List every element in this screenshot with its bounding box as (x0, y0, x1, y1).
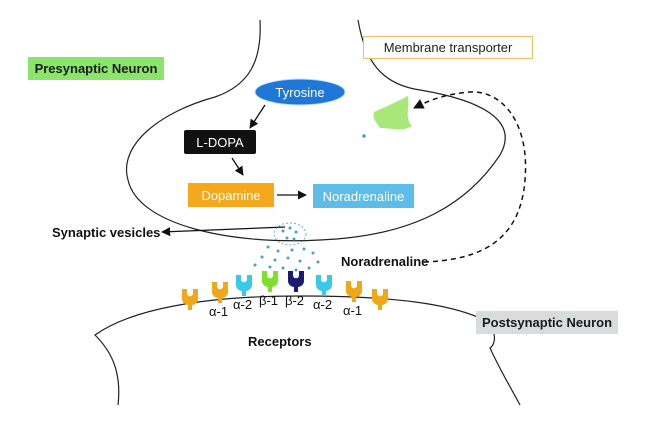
noradrenaline-box: Noradrenaline (313, 184, 414, 208)
synaptic-vesicle (273, 222, 307, 246)
released-noradrenaline-molecules (253, 245, 320, 272)
receptor-type-label: α-1 (343, 303, 363, 318)
receptor-type-label: α-2 (313, 297, 333, 312)
receptor-glyph (288, 271, 304, 292)
receptor-glyph (316, 275, 332, 296)
receptor-glyph (236, 275, 252, 296)
receptors-label: Receptors (248, 334, 312, 349)
receptor-type-label: α-2 (233, 297, 253, 312)
arrow-synaptic-vesicles (161, 226, 286, 237)
vesicle-molecules (281, 226, 298, 241)
receptor-type-label: α-1 (209, 304, 229, 319)
ldopa-box: L-DOPA (184, 130, 256, 154)
arrow-ldopa-dopamine (231, 157, 244, 176)
receptor-glyph (372, 289, 388, 310)
dopamine-box: Dopamine (188, 183, 274, 207)
receptor-glyph (262, 271, 278, 292)
noradrenaline-release-label: Noradrenaline (341, 254, 429, 269)
synaptic-vesicles-label: Synaptic vesicles (52, 225, 161, 240)
reuptake-dashed-arrow (413, 91, 527, 263)
receptor-glyph (182, 289, 198, 310)
tyrosine-label: Tyrosine (275, 85, 324, 100)
receptor-type-label: β-2 (285, 293, 305, 308)
presynaptic-neuron-label: Presynaptic Neuron (28, 57, 164, 80)
receptor-group (182, 271, 388, 310)
membrane-transporter-label: Membrane transporter (363, 36, 533, 59)
presynaptic-membrane (125, 19, 506, 242)
postsynaptic-membrane (94, 295, 521, 406)
tyrosine-ellipse (254, 78, 346, 106)
postsynaptic-neuron-label: Postsynaptic Neuron (476, 311, 618, 334)
receptor-type-label: β-1 (259, 293, 279, 308)
receptor-glyph (212, 282, 228, 303)
receptor-glyph (346, 281, 362, 302)
transporter-molecule-dot (362, 134, 366, 138)
membrane-transporter-shape (373, 96, 412, 130)
arrow-tyrosine-ldopa (249, 104, 266, 129)
